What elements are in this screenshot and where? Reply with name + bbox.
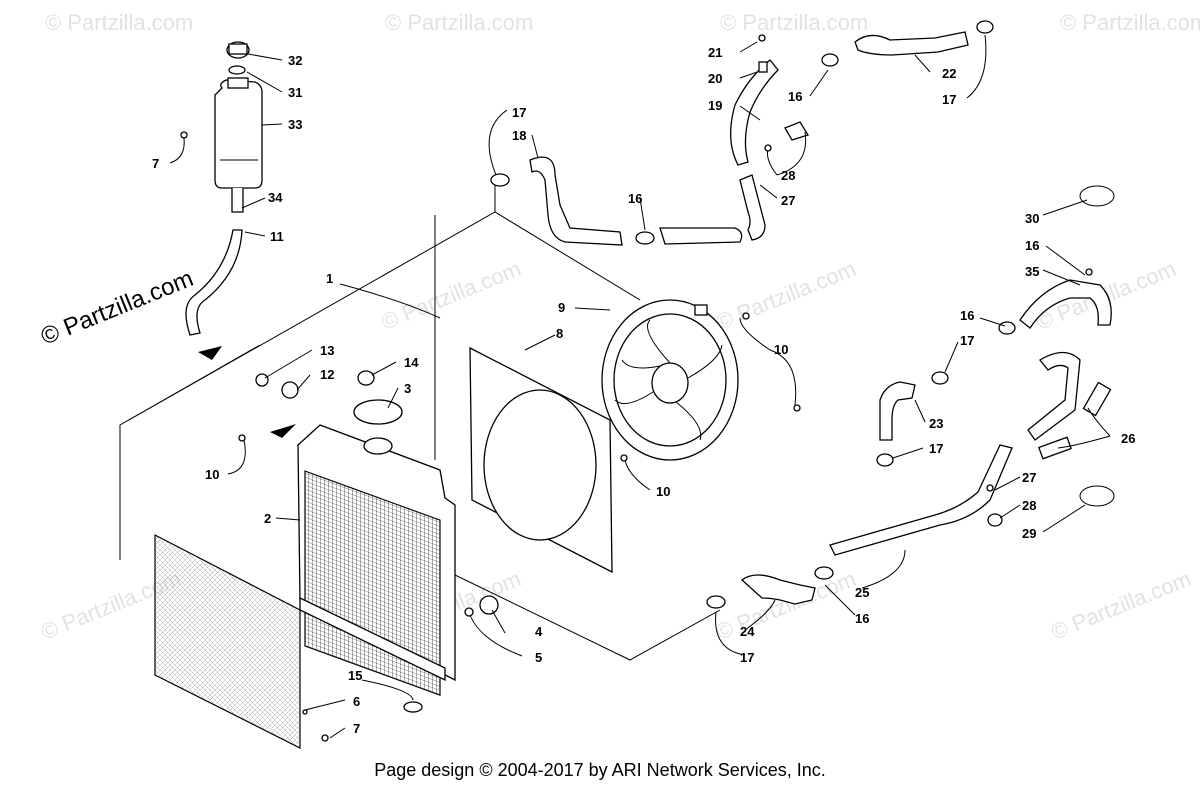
hose-clamps xyxy=(490,20,1115,609)
callout-21: 21 xyxy=(708,45,722,60)
watermark: © Partzilla.com xyxy=(720,10,868,35)
fasteners xyxy=(180,34,1093,742)
callout-14: 14 xyxy=(404,355,419,370)
callout-17-mid: 17 xyxy=(960,333,974,348)
callout-11: 11 xyxy=(270,229,284,244)
radiator xyxy=(255,370,499,713)
callout-17-upper-right: 17 xyxy=(942,92,956,107)
fan-shroud xyxy=(469,346,613,574)
callout-6: 6 xyxy=(353,694,360,709)
callout-4: 4 xyxy=(535,624,543,639)
watermark: © Partzilla.com xyxy=(385,10,533,35)
callout-labels: 32 31 33 7 34 11 1 13 12 14 3 10 2 4 5 1… xyxy=(152,45,1135,736)
pad-26-lower xyxy=(1038,436,1072,460)
hose-35 xyxy=(1019,279,1112,329)
hose-18 xyxy=(529,156,623,246)
callout-7-lower: 7 xyxy=(353,721,360,736)
leader-lines xyxy=(169,34,1111,739)
flow-arrow xyxy=(270,424,296,438)
watermark: © Partzilla.com xyxy=(378,256,525,335)
hose-19-lower xyxy=(739,174,766,241)
callout-27: 27 xyxy=(1022,470,1036,485)
flow-arrow xyxy=(198,346,222,360)
watermark: © Partzilla.com xyxy=(1060,10,1200,35)
callout-17-right: 17 xyxy=(929,441,943,456)
callout-30: 30 xyxy=(1025,211,1039,226)
callout-1: 1 xyxy=(326,271,333,286)
callout-3: 3 xyxy=(404,381,411,396)
callout-10-fan: 10 xyxy=(774,342,788,357)
callout-18: 18 xyxy=(512,128,526,143)
hose-26 xyxy=(1027,351,1081,441)
hose-19 xyxy=(730,59,779,166)
callout-19: 19 xyxy=(708,98,722,113)
overflow-tank xyxy=(214,41,263,213)
pad-26-upper xyxy=(1082,381,1112,417)
callout-16-right: 16 xyxy=(1025,238,1039,253)
hose-16-upper xyxy=(659,227,743,245)
callout-5: 5 xyxy=(535,650,542,665)
callout-27-upper: 27 xyxy=(781,193,795,208)
callout-23: 23 xyxy=(929,416,943,431)
overflow-hose xyxy=(185,229,243,336)
callout-24: 24 xyxy=(740,624,755,639)
callout-17-lower: 17 xyxy=(740,650,754,665)
assembly-outline xyxy=(119,180,721,661)
callout-7: 7 xyxy=(152,156,159,171)
callout-33: 33 xyxy=(288,117,302,132)
page-footer: Page design © 2004-2017 by ARI Network S… xyxy=(374,760,826,780)
callout-15: 15 xyxy=(348,668,362,683)
brand-watermark: © Partzilla.com xyxy=(37,265,197,351)
radiator-screen xyxy=(154,534,301,749)
watermark: © Partzilla.com xyxy=(1048,566,1195,645)
hose-22 xyxy=(854,31,969,56)
callout-16-upper-left: 16 xyxy=(628,191,642,206)
callout-25: 25 xyxy=(855,585,869,600)
callout-20: 20 xyxy=(708,71,722,86)
callout-2: 2 xyxy=(264,511,271,526)
callout-22: 22 xyxy=(942,66,956,81)
callout-17-upper-left: 17 xyxy=(512,105,526,120)
callout-13: 13 xyxy=(320,343,334,358)
hose-25 xyxy=(829,444,1013,556)
callout-34: 34 xyxy=(268,190,283,205)
callout-12: 12 xyxy=(320,367,334,382)
watermark: © Partzilla.com xyxy=(45,10,193,35)
callout-31: 31 xyxy=(288,85,302,100)
callout-10: 10 xyxy=(205,467,219,482)
hose-24 xyxy=(740,574,816,605)
callout-26: 26 xyxy=(1121,431,1135,446)
hose-23 xyxy=(879,381,916,441)
clip-28-upper xyxy=(784,121,809,141)
callout-16-upper: 16 xyxy=(788,89,802,104)
cooling-fan xyxy=(601,299,739,461)
callout-10-shroud: 10 xyxy=(656,484,670,499)
callout-8: 8 xyxy=(556,326,563,341)
callout-32: 32 xyxy=(288,53,302,68)
callout-9: 9 xyxy=(558,300,565,315)
callout-16-mid: 16 xyxy=(960,308,974,323)
watermark: © Partzilla.com xyxy=(713,566,860,645)
callout-29: 29 xyxy=(1022,526,1036,541)
callout-16-lower: 16 xyxy=(855,611,869,626)
callout-28: 28 xyxy=(1022,498,1036,513)
callout-35: 35 xyxy=(1025,264,1039,279)
watermark: © Partzilla.com xyxy=(713,256,860,335)
callout-28-upper: 28 xyxy=(781,168,795,183)
